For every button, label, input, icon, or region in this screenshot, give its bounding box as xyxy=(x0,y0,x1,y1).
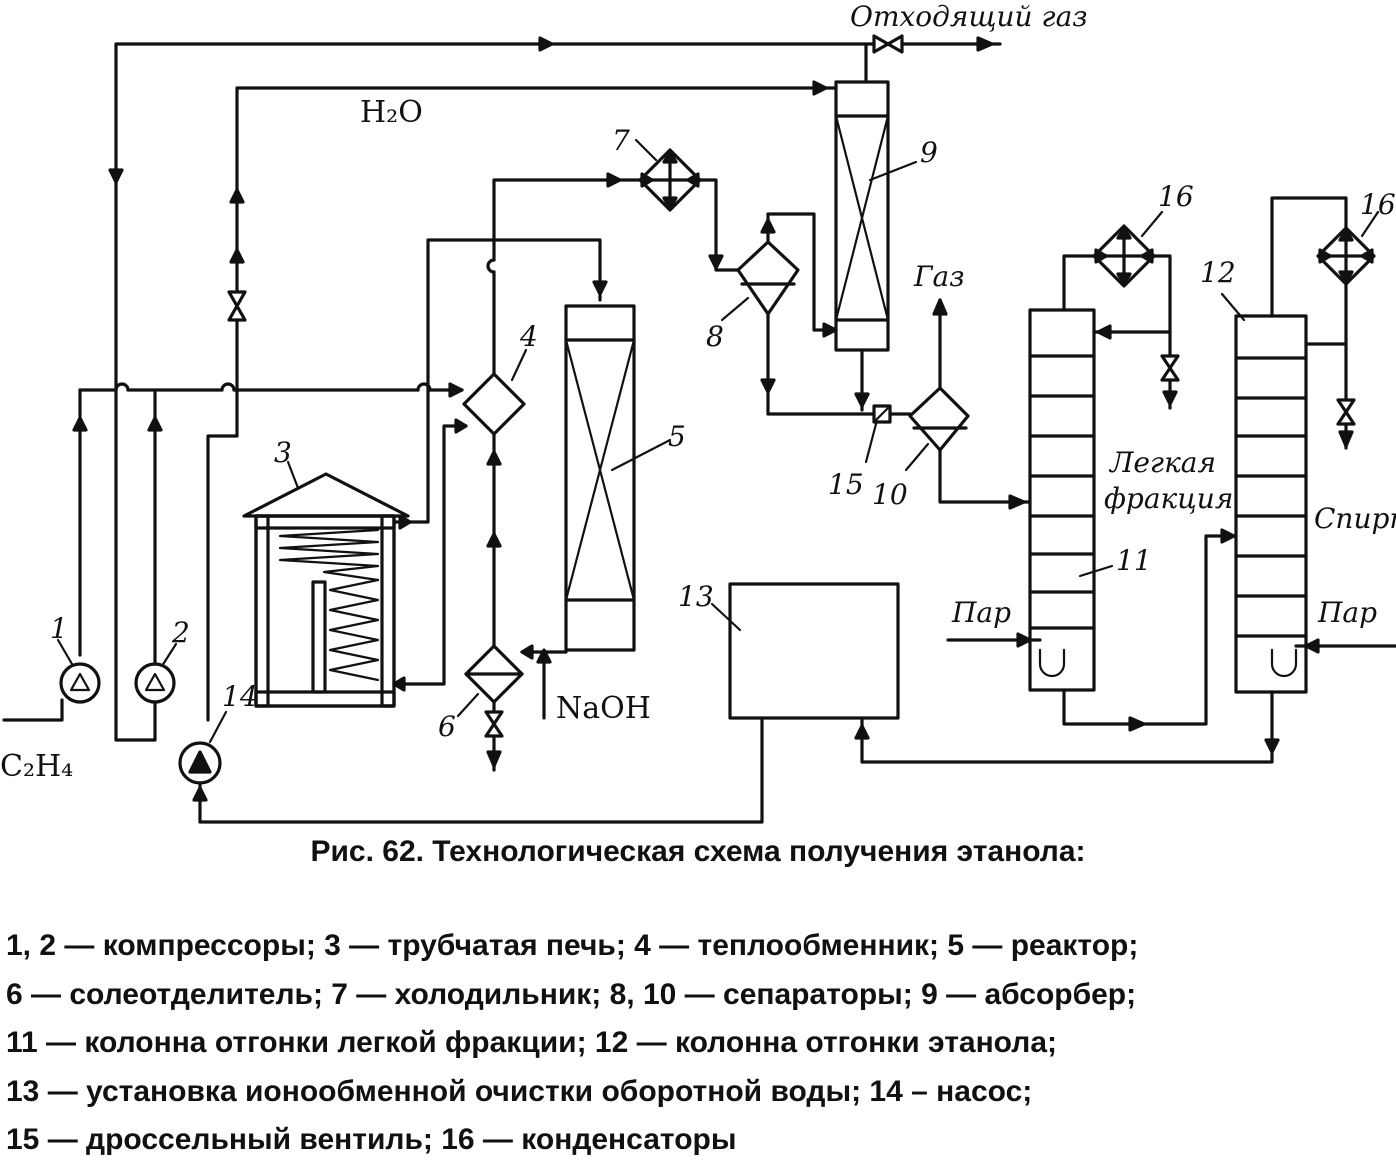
number-4: 4 xyxy=(519,320,538,353)
column-12 xyxy=(854,196,1396,764)
salt-separator-6 xyxy=(464,644,568,772)
compressor-1 xyxy=(59,662,101,704)
reactor-5 xyxy=(564,304,672,652)
tube-furnace-3 xyxy=(242,238,608,708)
legend-line: 13 — установка ионообменной очистки обор… xyxy=(6,1074,1033,1108)
label-ethylene: C₂H₄ xyxy=(0,749,73,784)
condenser-16-left xyxy=(1092,210,1164,288)
separator-10 xyxy=(904,298,1032,510)
label-steam-left: Пар xyxy=(951,596,1011,629)
number-15: 15 xyxy=(828,468,864,501)
legend-line: 6 — солеотделитель; 7 — холодильник; 8, … xyxy=(6,977,1137,1011)
number-2: 2 xyxy=(171,616,190,649)
figure-legend: 1, 2 — компрессоры; 3 — трубчатая печь; … xyxy=(6,922,1390,1165)
column-11 xyxy=(946,254,1238,732)
label-alcohol: Спирт xyxy=(1314,502,1396,535)
label-light-fraction-1: Легкая xyxy=(1108,446,1216,479)
number-5: 5 xyxy=(668,420,686,453)
label-light-fraction-2: фракция xyxy=(1104,482,1233,515)
number-8: 8 xyxy=(706,320,724,353)
number-6: 6 xyxy=(438,710,456,743)
throttle-valve-15 xyxy=(864,404,912,464)
number-13: 13 xyxy=(678,580,714,613)
legend-line: 1, 2 — компрессоры; 3 — трубчатая печь; … xyxy=(6,929,1139,962)
ethylene-feed-line xyxy=(2,382,464,722)
number-12: 12 xyxy=(1200,256,1236,289)
compressor-2 xyxy=(108,36,1002,742)
off-gas-valve xyxy=(864,34,904,84)
number-7: 7 xyxy=(612,124,630,157)
number-11: 11 xyxy=(1116,544,1152,577)
number-3: 3 xyxy=(274,436,292,469)
number-9: 9 xyxy=(920,136,938,169)
label-gas: Газ xyxy=(913,260,965,293)
number-10: 10 xyxy=(872,478,908,511)
separator-8 xyxy=(720,212,878,416)
condenser-16-right xyxy=(1316,210,1380,286)
label-naoh: NaOH xyxy=(556,691,651,726)
label-steam-right: Пар xyxy=(1317,596,1377,629)
number-16-left: 16 xyxy=(1158,180,1194,213)
number-16-right: 16 xyxy=(1360,188,1396,221)
pump-14 xyxy=(178,716,764,824)
cooler-7 xyxy=(638,148,740,272)
heat-exchanger-4 xyxy=(462,172,642,648)
ethanol-process-diagram: Отходящий газ H₂O Газ Легкая фракция Спи… xyxy=(0,0,1396,824)
water-line xyxy=(206,80,838,722)
legend-line: 15 — дроссельный вентиль; 16 — конденсат… xyxy=(6,1123,737,1156)
legend-line: 11 — колонна отгонки легкой фракции; 12 … xyxy=(6,1026,1057,1059)
number-1: 1 xyxy=(50,612,68,645)
ion-exchange-unit-13 xyxy=(710,582,900,720)
number-14: 14 xyxy=(222,680,258,713)
label-water: H₂O xyxy=(360,95,423,130)
label-off-gas: Отходящий газ xyxy=(850,0,1088,33)
figure-caption: Рис. 62. Технологическая схема получения… xyxy=(310,835,1086,868)
absorber-9 xyxy=(834,80,918,412)
